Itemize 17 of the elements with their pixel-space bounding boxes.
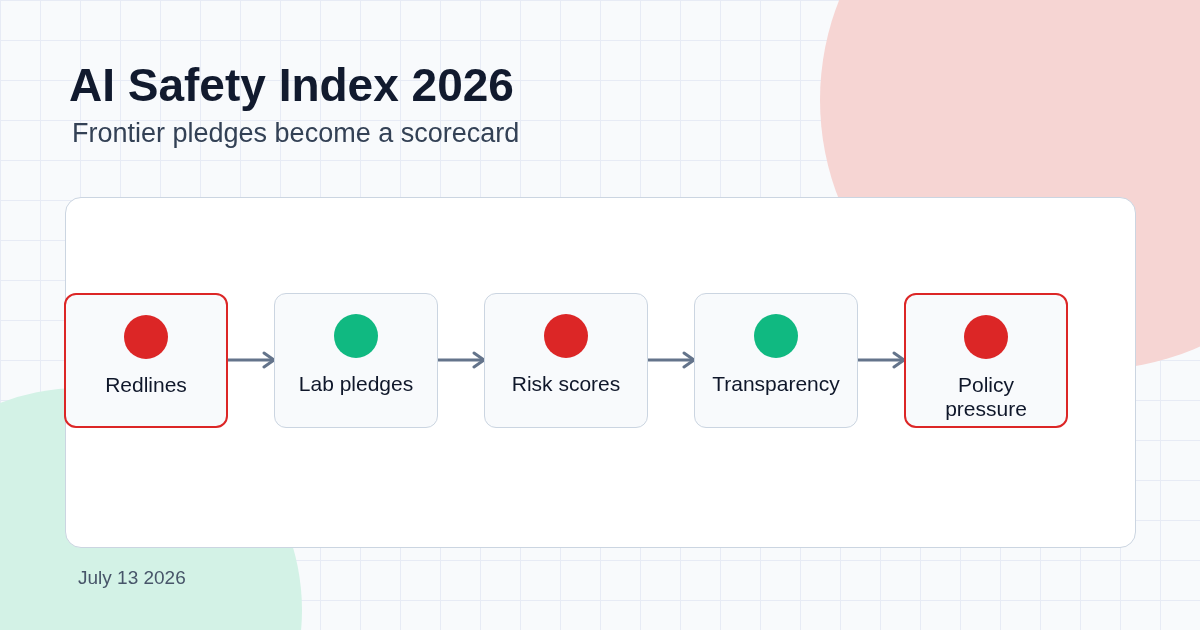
node-label: Risk scores bbox=[511, 372, 621, 396]
title: AI Safety Index 2026 bbox=[69, 58, 514, 112]
date-text: July 13 2026 bbox=[78, 566, 186, 590]
arrow bbox=[228, 351, 276, 369]
arrow bbox=[858, 351, 906, 369]
node-label: Transparency bbox=[712, 372, 840, 396]
arrow bbox=[648, 351, 696, 369]
process-box bbox=[274, 293, 438, 428]
subtitle: Frontier pledges become a scorecard bbox=[72, 118, 520, 149]
process-box bbox=[904, 293, 1068, 428]
node-label: Policy pressure bbox=[944, 373, 1028, 421]
node-label: Redlines bbox=[105, 373, 187, 397]
process-box bbox=[694, 293, 858, 428]
process-box bbox=[64, 293, 228, 428]
arrow bbox=[438, 351, 486, 369]
node-label: Lab pledges bbox=[298, 372, 414, 396]
process-box bbox=[484, 293, 648, 428]
